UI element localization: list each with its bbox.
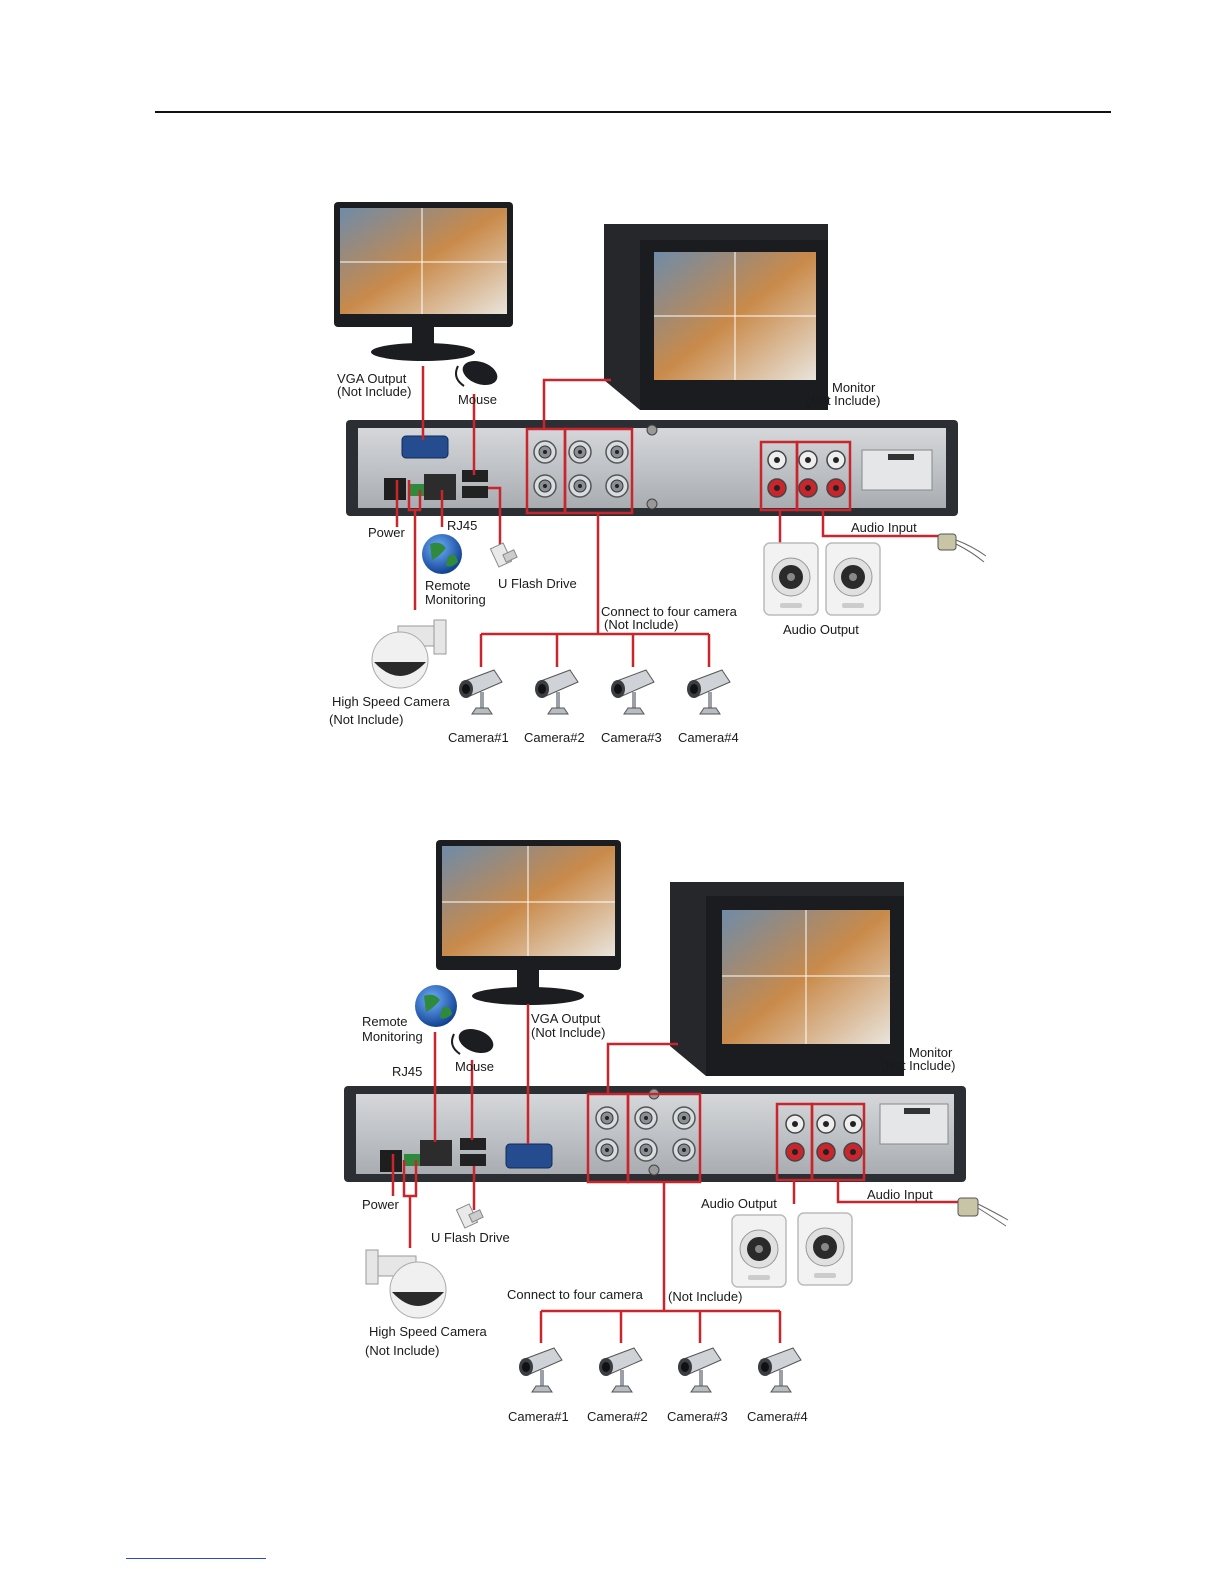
audio-input-label: Audio Input [867,1187,933,1202]
diagram-2: Remote Monitoring VGA Output (Not Includ… [344,840,1008,1424]
camera-2-label: Camera#2 [587,1409,648,1424]
footer-link-underline [126,1558,266,1559]
remote-monitoring-label-2: Monitoring [362,1029,423,1044]
speaker-icon [764,543,880,615]
usb-drive-icon [456,1204,483,1228]
diagram-1: VGA Output (Not Include) Mouse Monitor (… [329,202,986,745]
bullet-camera-icon [459,670,730,714]
remote-monitoring-label: Remote [425,578,471,593]
u-flash-drive-label: U Flash Drive [431,1230,510,1245]
vga-output-note: (Not Include) [531,1025,605,1040]
rj45-label: RJ45 [392,1064,422,1079]
mouse-icon [452,1025,497,1058]
camera-1-label: Camera#1 [508,1409,569,1424]
camera-3-label: Camera#3 [601,730,662,745]
mouse-icon [456,357,501,390]
mouse-label: Mouse [455,1059,494,1074]
connect-cameras-note: (Not Include) [668,1289,742,1304]
globe-icon [422,534,462,574]
connect-cameras-note: (Not Include) [604,617,678,632]
rj45-label: RJ45 [447,518,477,533]
crt-monitor-icon [604,224,828,410]
lcd-monitor-icon [436,840,621,1005]
usb-drive-icon [490,543,517,567]
audio-input-label: Audio Input [851,520,917,535]
camera-4-label: Camera#4 [678,730,739,745]
bullet-camera-icon [519,1348,801,1392]
vga-output-note: (Not Include) [337,384,411,399]
power-label: Power [362,1197,400,1212]
high-speed-camera-note: (Not Include) [329,712,403,727]
remote-monitoring-label: Remote [362,1014,408,1029]
dvr-rear-panel [344,1086,966,1182]
camera-3-label: Camera#3 [667,1409,728,1424]
high-speed-camera-label: High Speed Camera [332,694,451,709]
dome-camera-icon [372,620,446,688]
crt-monitor-icon [670,882,904,1076]
microphone-icon [958,1198,1008,1226]
globe-icon [415,985,457,1027]
camera-1-label: Camera#1 [448,730,509,745]
monitor-note: (Not Include) [806,393,880,408]
camera-4-label: Camera#4 [747,1409,808,1424]
dome-camera-icon [366,1250,446,1318]
high-speed-camera-note: (Not Include) [365,1343,439,1358]
monitor-note: (Not Include) [881,1058,955,1073]
audio-output-label: Audio Output [783,622,859,637]
power-label: Power [368,525,406,540]
mouse-label: Mouse [458,392,497,407]
microphone-icon [938,534,986,562]
high-speed-camera-label: High Speed Camera [369,1324,488,1339]
u-flash-drive-label: U Flash Drive [498,576,577,591]
lcd-monitor-icon [334,202,513,361]
speaker-icon [732,1213,852,1287]
camera-2-label: Camera#2 [524,730,585,745]
connect-cameras-label: Connect to four camera [507,1287,644,1302]
dvr-rear-panel [346,420,958,516]
vga-output-label: VGA Output [531,1011,601,1026]
remote-monitoring-label-2: Monitoring [425,592,486,607]
audio-output-label: Audio Output [701,1196,777,1211]
